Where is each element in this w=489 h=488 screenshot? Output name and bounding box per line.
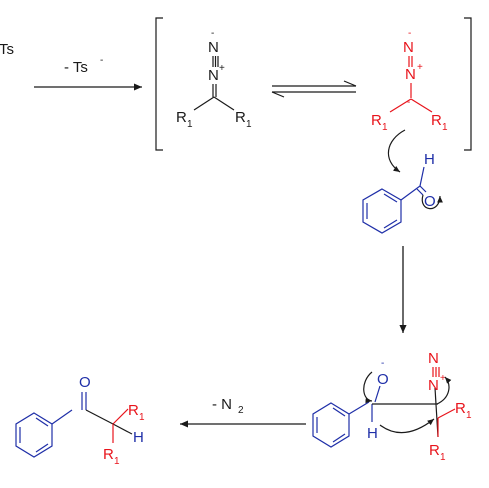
svg-text:R: R xyxy=(431,112,442,129)
svg-text:+: + xyxy=(417,62,423,73)
svg-text:H: H xyxy=(424,151,435,168)
carbonyl-electron-arrow xyxy=(421,194,443,210)
svg-text:1: 1 xyxy=(466,410,472,421)
svg-text:R: R xyxy=(235,109,246,126)
svg-text:1: 1 xyxy=(246,119,252,130)
svg-text:+: + xyxy=(219,63,225,74)
diazo-compound-black: - N N + R 1 R 1 xyxy=(176,28,252,130)
svg-text:R: R xyxy=(103,446,114,463)
svg-text:N: N xyxy=(405,66,416,83)
svg-text:1: 1 xyxy=(382,122,388,133)
svg-text:R: R xyxy=(455,400,466,417)
bracket-right xyxy=(464,17,472,151)
svg-text:1: 1 xyxy=(187,119,193,130)
svg-text:-: - xyxy=(407,97,410,108)
svg-text:-: - xyxy=(100,55,103,66)
svg-text:+: + xyxy=(440,373,446,384)
svg-text:-: - xyxy=(381,358,384,369)
diazo-compound-red: - N N + - R 1 R 1 xyxy=(371,28,448,133)
svg-text:R: R xyxy=(429,442,440,459)
tosyl-fragment-text: Ts xyxy=(0,41,14,58)
svg-text:1: 1 xyxy=(440,452,446,463)
svg-text:H: H xyxy=(133,429,144,446)
svg-text:N: N xyxy=(428,350,439,367)
svg-text:H: H xyxy=(367,425,378,442)
equilibrium-arrows xyxy=(271,80,357,98)
svg-text:1: 1 xyxy=(114,456,120,467)
step-final-label: - N 2 xyxy=(212,396,244,416)
svg-text:O: O xyxy=(424,193,436,210)
alkoxide-adduct: O - H N N + R 1 R 1 xyxy=(312,350,472,463)
svg-text:-: - xyxy=(408,28,411,39)
nucleophilic-attack-arrow xyxy=(388,129,406,173)
svg-text:N: N xyxy=(428,377,439,394)
svg-text:N: N xyxy=(403,39,414,56)
benzaldehyde: H O xyxy=(362,151,436,234)
svg-text:R: R xyxy=(176,109,187,126)
svg-text:- Ts: - Ts xyxy=(64,59,88,76)
svg-text:O: O xyxy=(79,374,91,391)
svg-text:R: R xyxy=(128,402,139,419)
svg-text:N: N xyxy=(208,39,219,56)
svg-text:R: R xyxy=(371,112,382,129)
svg-text:O: O xyxy=(377,371,389,388)
hydride-shift-arrow xyxy=(379,418,435,434)
n2-leaving-arrow xyxy=(436,376,452,405)
svg-text:N: N xyxy=(208,67,219,84)
bracket-left xyxy=(155,17,163,151)
svg-text:-: - xyxy=(211,28,214,39)
svg-text:2: 2 xyxy=(238,405,244,416)
svg-text:1: 1 xyxy=(139,412,145,423)
step1-label: - Ts - xyxy=(64,55,103,76)
ketone-product: O R 1 H R 1 xyxy=(15,374,145,467)
alkoxide-arrow xyxy=(363,371,373,404)
svg-text:- N: - N xyxy=(212,396,232,413)
svg-text:1: 1 xyxy=(442,122,448,133)
